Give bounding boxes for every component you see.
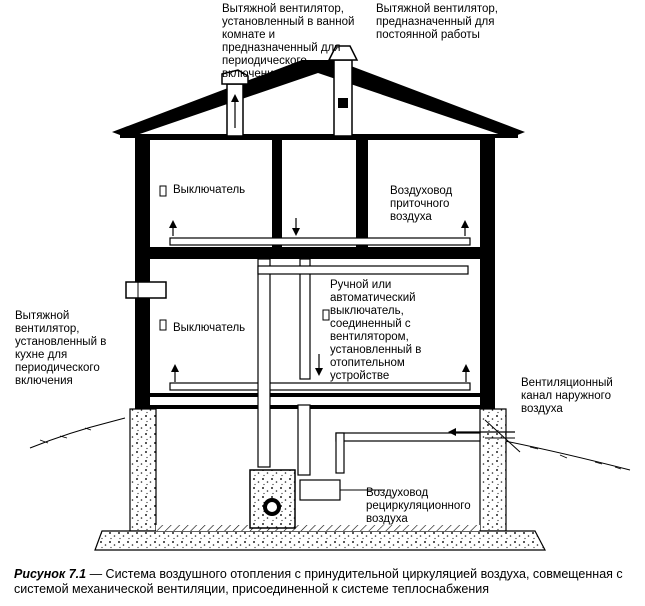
label-switch-lower: Выключатель (173, 322, 246, 334)
supply-risers (257, 258, 481, 476)
label-switch-upper: Выключатель (173, 184, 246, 196)
upper-supply-duct (169, 218, 471, 246)
foundation (94, 408, 546, 551)
walls (135, 136, 495, 409)
outdoor-air-channel (448, 419, 521, 453)
roof-fan-constant (327, 45, 359, 137)
heating-unit (249, 469, 385, 529)
wall-fan-kitchen (125, 281, 167, 299)
figure-caption: Рисунок 7.1 — Система воздушного отоплен… (14, 567, 639, 597)
roof-fan-bathroom (221, 69, 249, 137)
lower-supply-duct (169, 354, 471, 391)
label-bathroom-fan: Вытяжной вентилятор,установленный в ванн… (222, 3, 355, 80)
caption-text: — Система воздушного отопления с принуди… (14, 567, 623, 596)
switch-markers (159, 185, 330, 331)
figure-ref: Рисунок 7.1 (14, 567, 87, 581)
